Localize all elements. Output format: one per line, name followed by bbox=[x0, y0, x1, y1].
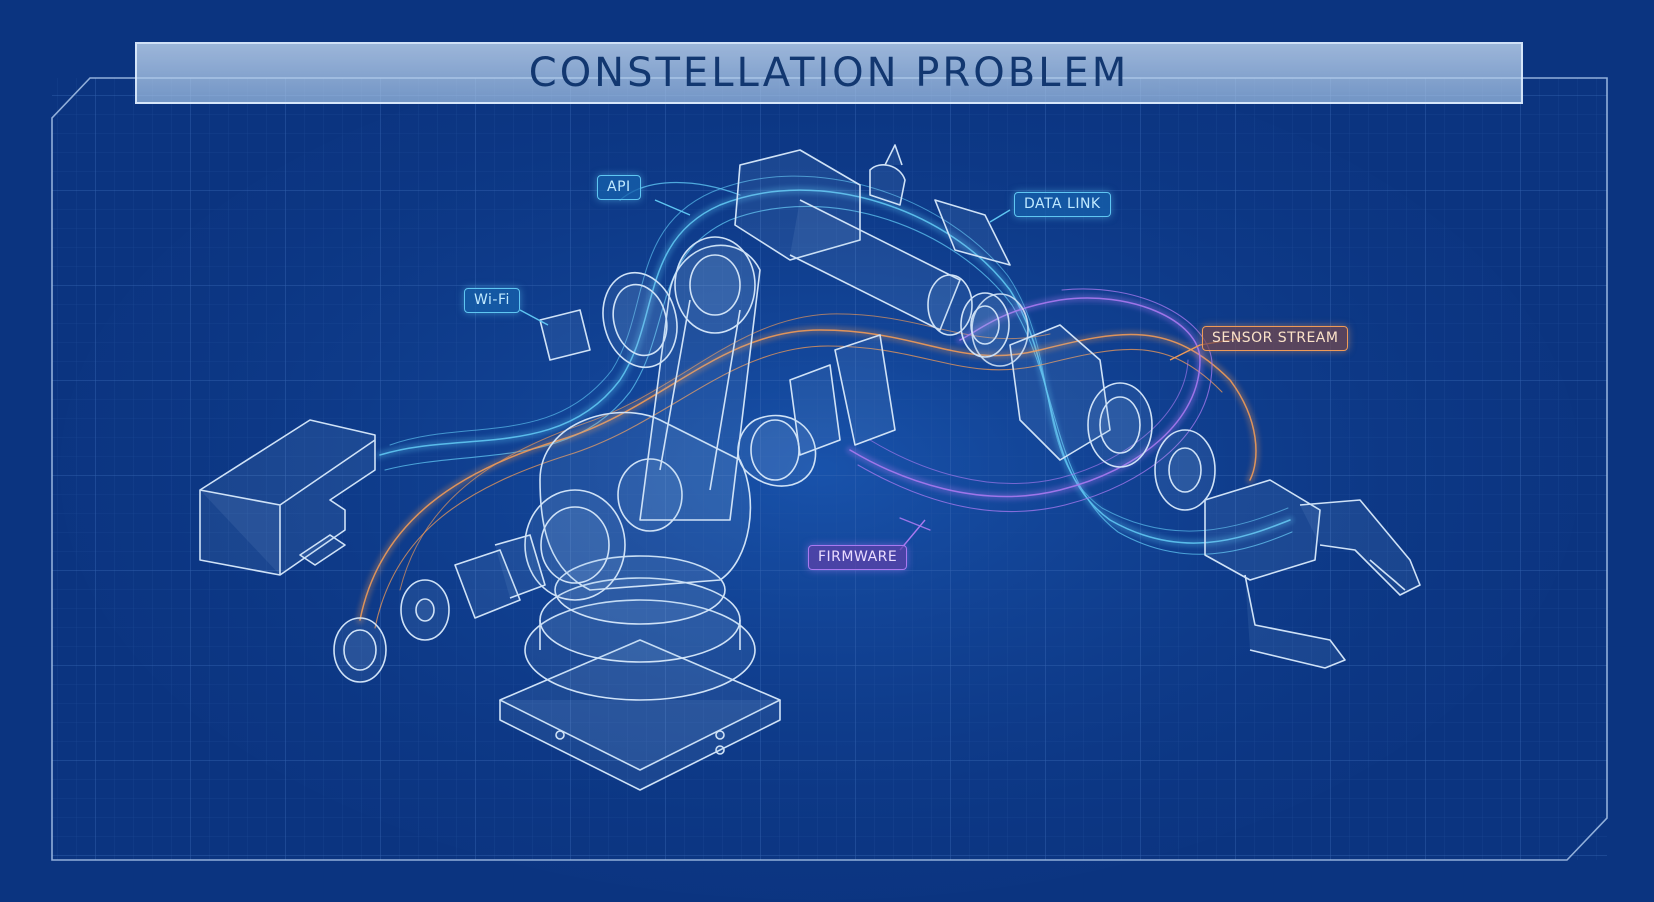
label-sensor-stream: SENSOR STREAM bbox=[1202, 326, 1349, 351]
label-api: API bbox=[597, 175, 641, 200]
title-banner: CONSTELLATION PROBLEM bbox=[135, 42, 1523, 104]
robot-shoulder bbox=[524, 411, 752, 601]
side-cover-disc bbox=[602, 271, 678, 369]
robot-gripper bbox=[1204, 479, 1421, 669]
frame-border bbox=[51, 77, 1608, 861]
data-streams bbox=[356, 175, 1294, 629]
api-stream bbox=[376, 175, 1294, 555]
grid-background bbox=[52, 78, 1607, 860]
api-leader bbox=[654, 199, 691, 216]
label-data-link: DATA LINK bbox=[1014, 192, 1111, 217]
label-firmware: FIRMWARE bbox=[808, 545, 908, 570]
wifi-leader bbox=[519, 309, 549, 326]
sensor-stream-leader bbox=[1169, 344, 1201, 361]
robot-lower-arm bbox=[639, 236, 761, 521]
diagram-title: CONSTELLATION PROBLEM bbox=[528, 50, 1130, 96]
label-wifi: Wi-Fi bbox=[464, 288, 520, 313]
sensor-stream bbox=[356, 313, 1260, 629]
controller-box bbox=[199, 419, 376, 576]
robot-upper-arm bbox=[734, 144, 1010, 358]
robot-arm-exploded-view bbox=[199, 144, 1421, 791]
robot-wrist bbox=[1009, 324, 1216, 511]
robot-base bbox=[499, 555, 781, 791]
leader-lines bbox=[519, 199, 1201, 551]
loose-components bbox=[333, 199, 1029, 683]
firmware-stream bbox=[846, 288, 1213, 531]
data-link-leader bbox=[989, 209, 1011, 223]
